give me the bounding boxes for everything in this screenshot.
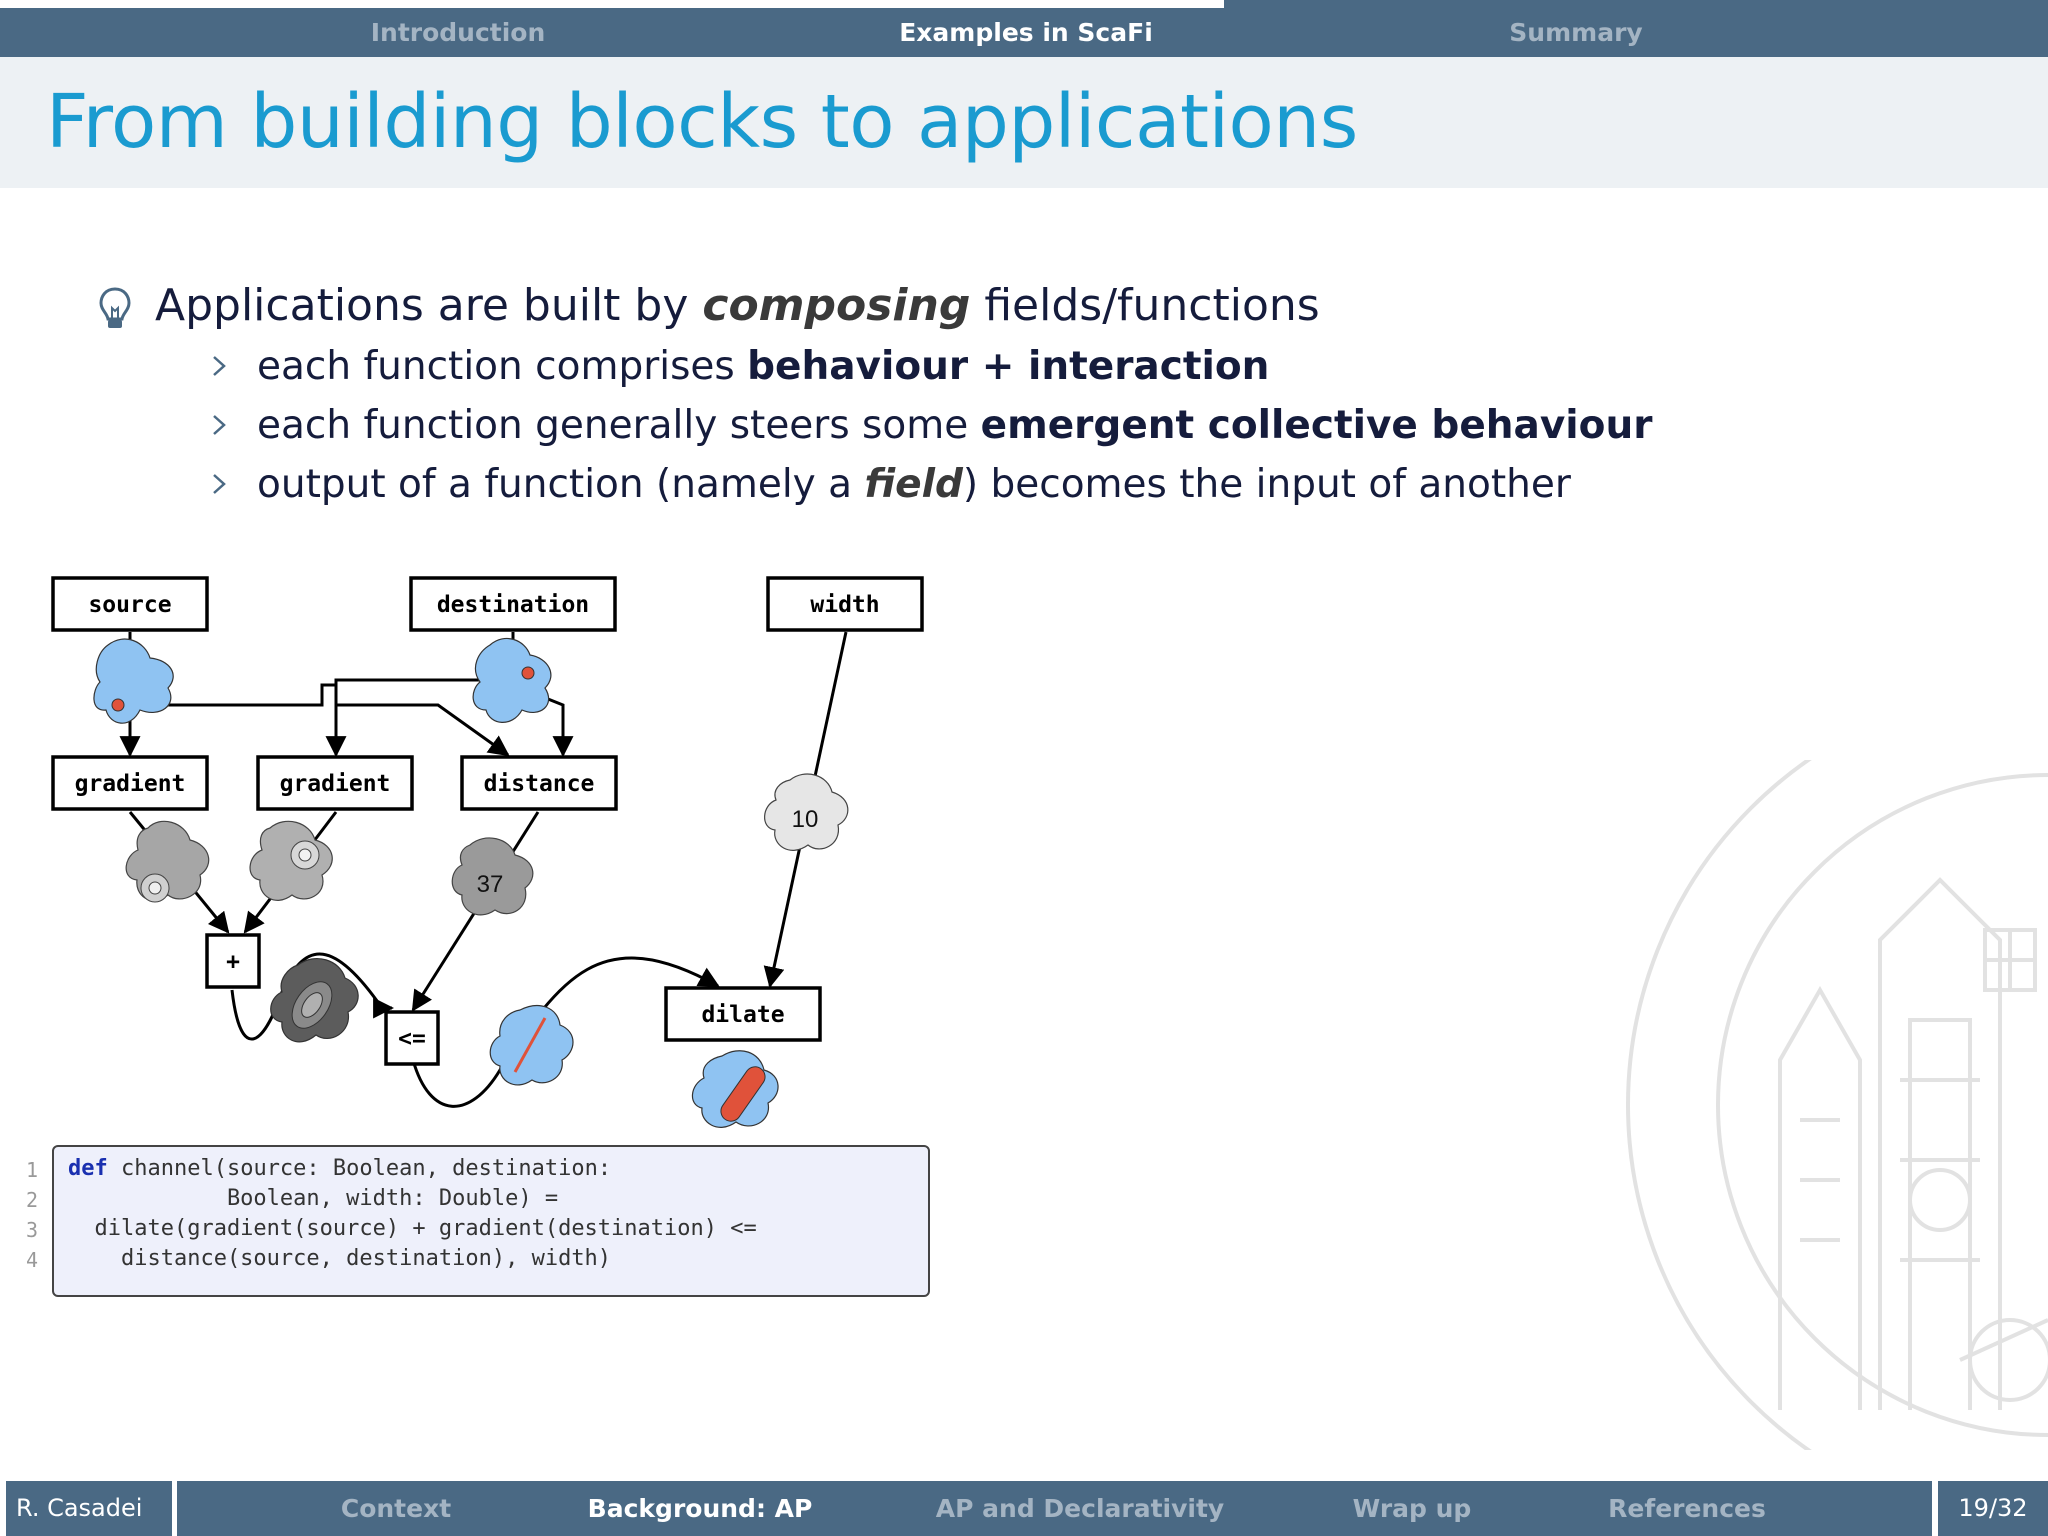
- sub-bullet-3: output of a function (namely a field) be…: [257, 462, 1571, 507]
- channel-composition-diagram: 37 10 source destination width gradient …: [51, 576, 924, 1128]
- gradient-box-1: [51, 755, 209, 811]
- width-value-label: 10: [792, 806, 819, 833]
- sub-bullet-2-bold: emergent collective behaviour: [980, 403, 1653, 448]
- width-field-blob: 10: [764, 773, 849, 851]
- plus-box-label: +: [226, 949, 240, 975]
- code-listing: [52, 1145, 930, 1297]
- dilate-box-label: dilate: [701, 1002, 784, 1028]
- code-line-number: 1: [26, 1158, 39, 1182]
- destination-box-label: destination: [437, 592, 589, 618]
- sub-bullet-3-text: output of a function (namely a: [257, 462, 865, 507]
- distance-box: [460, 755, 618, 811]
- sum-field-blob: [270, 957, 359, 1043]
- lte-box: [384, 1010, 440, 1066]
- gradient-box-2-label: gradient: [280, 771, 391, 797]
- footer-bar: R. Casadei Context Background: AP AP and…: [0, 1481, 2048, 1536]
- code-keyword-def: def: [68, 1156, 108, 1181]
- footer-section-context[interactable]: Context: [340, 1494, 452, 1523]
- destination-field-blob: [472, 637, 552, 723]
- distance-box-label: distance: [484, 771, 595, 797]
- footer-author: R. Casadei: [6, 1481, 172, 1536]
- distance-value-label: 37: [477, 871, 504, 898]
- lightbulb-icon: [99, 287, 131, 328]
- bullet-text-pre: Applications are built by: [155, 280, 703, 331]
- footer-section-ap-and-declarativity[interactable]: AP and Declarativity: [935, 1494, 1225, 1523]
- code-line-1-text: channel(source: Boolean, destination:: [107, 1156, 612, 1181]
- code-line-3: dilate(gradient(source) + gradient(desti…: [68, 1216, 757, 1241]
- gradient-box-1-label: gradient: [75, 771, 186, 797]
- sub-bullet-2: each function generally steers some emer…: [257, 403, 1652, 448]
- width-box: [766, 576, 924, 632]
- comparison-field-blob: [489, 1005, 574, 1086]
- sub-bullet-1-bold: behaviour + interaction: [747, 344, 1270, 389]
- top-progress-track: [0, 0, 2048, 8]
- gradient-box-2: [256, 755, 414, 811]
- chevron-right-icon: [213, 474, 226, 494]
- code-line-number: 4: [26, 1248, 39, 1272]
- gradient-field-2-blob: [249, 820, 333, 901]
- source-field-blob: [93, 638, 174, 724]
- code-line-2: Boolean, width: Double) =: [68, 1186, 559, 1211]
- sub-bullet-1-text: each function comprises: [257, 344, 748, 389]
- footer-section-references[interactable]: References: [1608, 1494, 1766, 1523]
- gradient-field-1-blob: [125, 820, 210, 903]
- bullet-text-emphasis: composing: [702, 280, 971, 331]
- university-seal-watermark: [1626, 760, 2048, 1450]
- sub-bullet-2-text: each function generally steers some: [257, 403, 981, 448]
- footer-section-background-ap[interactable]: Background: AP: [587, 1494, 813, 1523]
- page-number: 19/32: [1938, 1481, 2048, 1536]
- destination-box: [409, 576, 617, 632]
- distance-field-blob: 37: [451, 837, 534, 916]
- main-bullet: Applications are built by composing fiel…: [155, 280, 1320, 331]
- dilate-field-blob: [691, 1050, 779, 1128]
- code-line-4: distance(source, destination), width): [68, 1246, 612, 1271]
- code-line-1: def channel(source: Boolean, destination…: [68, 1156, 611, 1181]
- nav-section-examples-in-scafi[interactable]: Examples in ScaFi: [899, 18, 1153, 47]
- source-box: [51, 576, 209, 632]
- code-line-number: 2: [26, 1188, 39, 1212]
- sub-bullet-1: each function comprises behaviour + inte…: [257, 344, 1269, 389]
- top-progress-fill: [1224, 0, 2048, 8]
- chevron-right-icon: [213, 356, 226, 376]
- slide-title-bar: From building blocks to applications: [0, 57, 2048, 188]
- footer-section-wrap-up[interactable]: Wrap up: [1352, 1494, 1472, 1523]
- lte-box-label: <=: [398, 1026, 426, 1052]
- source-box-label: source: [88, 592, 171, 618]
- sub-bullet-3-text-post: ) becomes the input of another: [962, 462, 1571, 507]
- dilate-box: [664, 986, 822, 1042]
- top-navigation-bar: Introduction Examples in ScaFi Summary: [0, 8, 2048, 57]
- chevron-right-icon: [213, 415, 226, 435]
- plus-box: [205, 933, 261, 989]
- nav-section-summary[interactable]: Summary: [1509, 18, 1643, 47]
- slide-title: From building blocks to applications: [46, 79, 1358, 165]
- footer-navigation: Context Background: AP AP and Declarativ…: [177, 1481, 1932, 1536]
- bullet-text-post: fields/functions: [970, 280, 1320, 331]
- width-box-label: width: [810, 592, 879, 618]
- nav-section-introduction[interactable]: Introduction: [370, 18, 546, 47]
- code-line-number: 3: [26, 1218, 39, 1242]
- sub-bullet-3-emphasis: field: [864, 462, 963, 507]
